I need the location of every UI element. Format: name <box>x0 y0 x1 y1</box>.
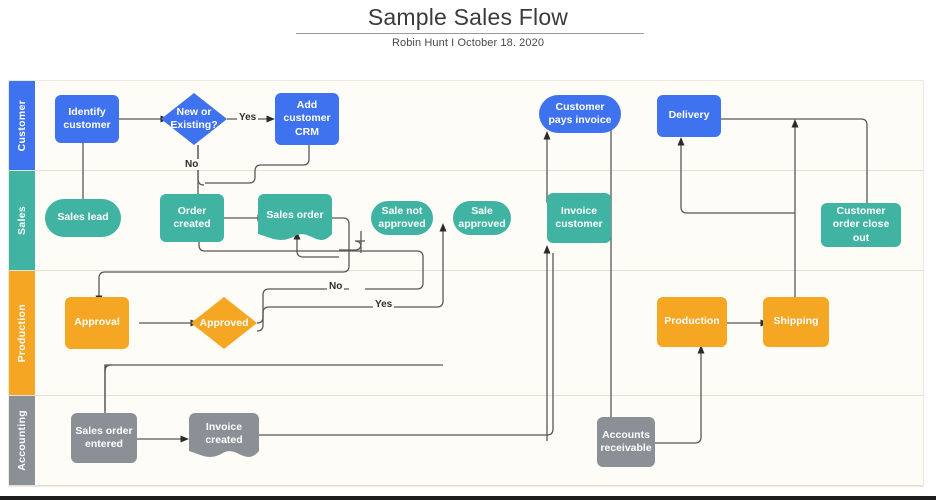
lane-body-accounting <box>35 396 923 485</box>
node-delivery[interactable]: Delivery <box>657 95 721 137</box>
diamond-shape-icon <box>191 297 257 349</box>
node-approved-label: Approved <box>199 316 249 329</box>
lane-label-sales: Sales <box>16 206 28 235</box>
node-sales-order[interactable]: Sales order <box>258 194 332 246</box>
edge-label-yes: Yes <box>237 112 259 123</box>
edge-label-approved-no: No <box>327 281 345 292</box>
footer-divider <box>0 496 936 500</box>
lane-label-accounting: Accounting <box>16 410 28 471</box>
node-identify-customer[interactable]: Identify customer <box>55 95 119 143</box>
node-production[interactable]: Production <box>657 297 727 347</box>
lane-header-accounting: Accounting <box>9 396 35 485</box>
node-approval[interactable]: Approval <box>65 297 129 349</box>
node-new-or-existing[interactable]: New or Existing? <box>161 93 227 145</box>
node-shipping[interactable]: Shipping <box>763 297 829 347</box>
edge-label-no: No <box>183 159 201 170</box>
lane-label-customer: Customer <box>16 99 28 152</box>
node-sales-order-entered[interactable]: Sales order entered <box>71 413 137 463</box>
swimlane-customer: Customer <box>9 81 923 171</box>
node-new-or-existing-label: New or Existing? <box>170 106 218 131</box>
lane-header-customer: Customer <box>9 81 35 170</box>
lane-header-sales: Sales <box>9 171 35 270</box>
diagram-canvas: Customer Sales Production Accounting <box>8 80 924 487</box>
lane-label-production: Production <box>16 303 28 363</box>
document-shape-icon <box>189 413 259 457</box>
node-accounts-receivable[interactable]: Accounts receivable <box>597 417 655 467</box>
edge-label-approved-yes: Yes <box>373 299 395 310</box>
node-invoice-created-label: Invoice created <box>205 420 243 446</box>
node-approved[interactable]: Approved <box>191 297 257 349</box>
node-sales-order-label: Sales order <box>266 209 324 222</box>
node-customer-order-close-out[interactable]: Customer order close out <box>821 203 901 247</box>
page-title: Sample Sales Flow <box>367 4 569 30</box>
title-divider <box>296 33 644 34</box>
node-order-created[interactable]: Order created <box>160 194 224 242</box>
node-sale-approved[interactable]: Sale approved <box>453 201 511 235</box>
node-add-customer-crm[interactable]: Add customer CRM <box>275 93 339 145</box>
node-customer-pays-invoice[interactable]: Customer pays invoice <box>539 95 621 133</box>
diamond-shape-icon <box>161 93 227 145</box>
lane-header-production: Production <box>9 271 35 395</box>
node-sale-not-approved[interactable]: Sale not approved <box>371 201 433 235</box>
page-subtitle: Robin Hunt I October 18. 2020 <box>391 37 545 49</box>
document-shape-icon <box>258 194 332 240</box>
node-invoice-created[interactable]: Invoice created <box>189 413 259 465</box>
node-sales-lead[interactable]: Sales lead <box>45 199 121 237</box>
node-invoice-customer[interactable]: Invoice customer <box>547 193 611 243</box>
swimlane-accounting: Accounting <box>9 396 923 486</box>
